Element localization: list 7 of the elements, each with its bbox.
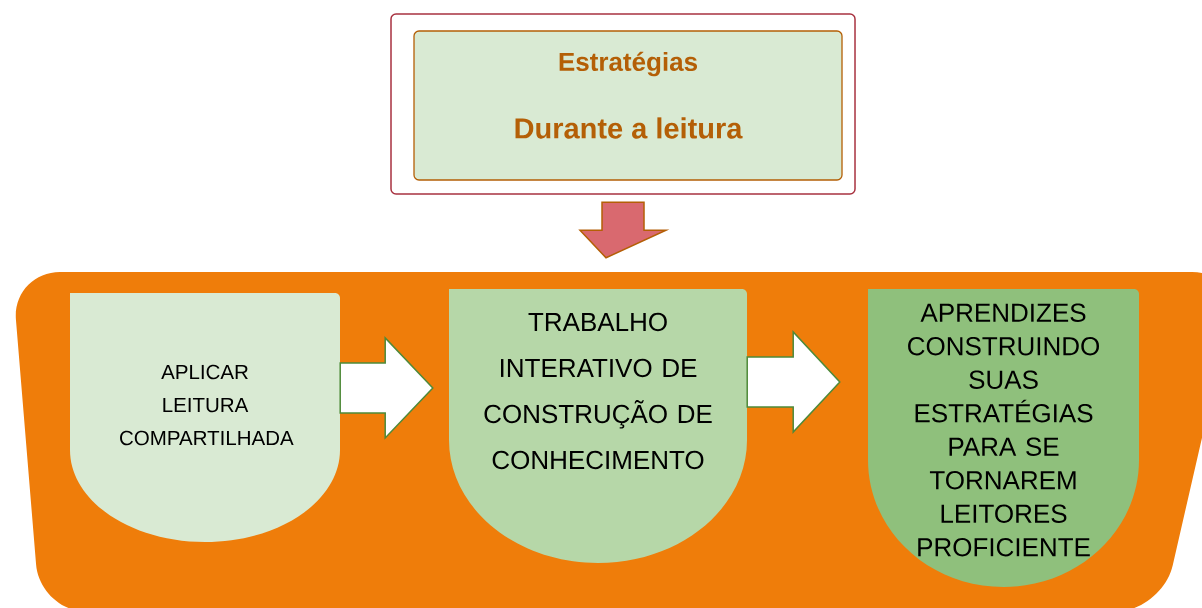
heading-text: Durante a leitura	[515, 117, 743, 139]
heading-text: Estratégias	[559, 51, 697, 77]
process-box: APRENDIZES CONSTRUINDO SUAS ESTRATÉGIAS PARA SE TORNAREM LEITORES PROFICIENTE	[868, 289, 1139, 587]
process-box: APLICAR LEITURA COMPARTILHADA	[70, 293, 340, 542]
block-arrow	[746, 330, 841, 434]
block-arrow	[339, 336, 434, 440]
block-arrow	[578, 201, 670, 259]
